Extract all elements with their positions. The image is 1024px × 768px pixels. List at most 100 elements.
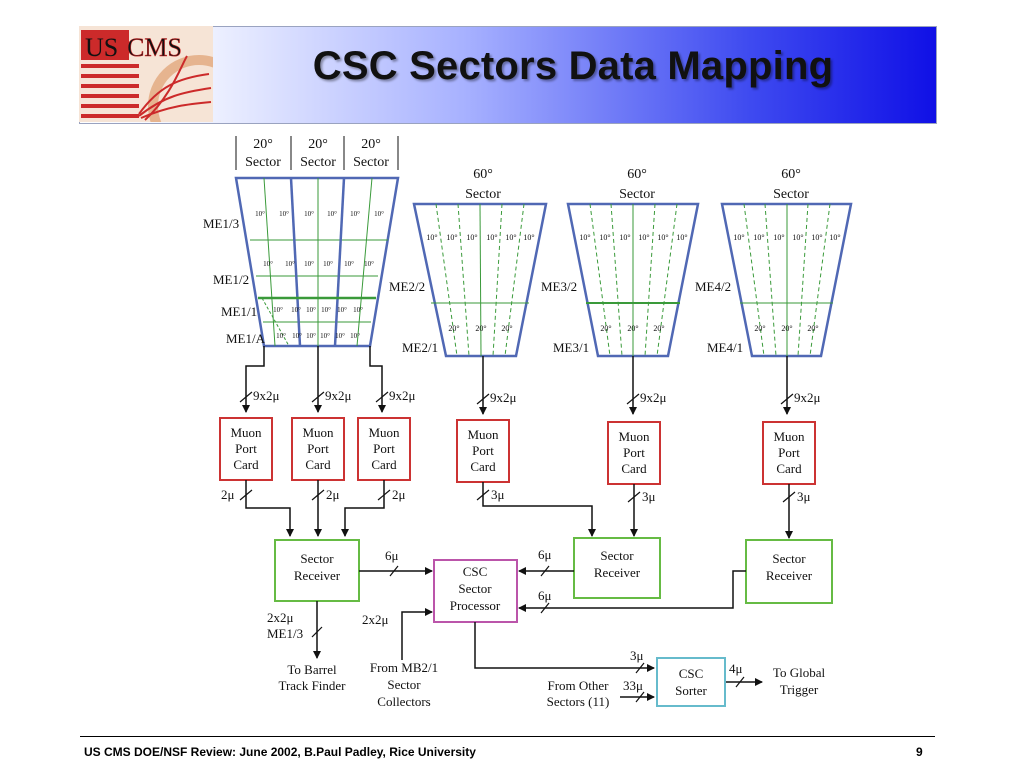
- sector-angle-3: 20°: [361, 137, 381, 152]
- me2-cell: 10°: [505, 233, 516, 242]
- logo-cms-text: CMS: [127, 33, 182, 62]
- link-2x2-label: 2x2μ: [362, 612, 389, 627]
- sector-angle-1: 20°: [253, 137, 273, 152]
- mpc-line: Port: [778, 445, 800, 460]
- sr-line: Sector: [300, 551, 334, 566]
- sector-word-2: Sector: [300, 155, 336, 170]
- me3-cell: 10°: [638, 233, 649, 242]
- sr-line: Receiver: [294, 568, 341, 583]
- me41-label: ME4/1: [707, 340, 743, 355]
- mpc-line: Port: [373, 441, 395, 456]
- global-trigger-caption: To Global: [773, 665, 826, 680]
- me4-cell: 10°: [829, 233, 840, 242]
- global-trigger-caption: Trigger: [780, 682, 819, 697]
- muon-port-card: Muon Port Card: [762, 421, 816, 485]
- me2-cell: 10°: [446, 233, 457, 242]
- link-2-label: 2μ: [221, 487, 235, 502]
- me4-trapezoid: 60° Sector 10° 10° 10° 10° 10° 10° 20° 2…: [695, 167, 853, 358]
- csc-sector-processor: CSC Sector Processor: [433, 559, 518, 623]
- mpc-line: Muon: [230, 425, 262, 440]
- me2-cell: 10°: [486, 233, 497, 242]
- sector-receiver: Sector Receiver: [745, 539, 833, 604]
- muon-port-card: Muon Port Card: [291, 417, 345, 481]
- link-2-label: 2μ: [326, 487, 340, 502]
- mpc-line: Card: [305, 457, 331, 472]
- me4-cell20: 20°: [807, 324, 818, 333]
- me3-trapezoid: 60° Sector 10° 10° 10° 10° 10° 10° 20° 2…: [541, 167, 700, 358]
- sp-link-labels: 6μ 6μ 6μ 2x2μ 2x2μ ME1/3 3μ 33μ 4μ: [267, 547, 743, 693]
- sector-receiver: Sector Receiver: [274, 539, 360, 602]
- sr-line: Sector: [772, 551, 806, 566]
- me3-cell: 10°: [599, 233, 610, 242]
- link-9x2-label: 9x2μ: [640, 390, 667, 405]
- mpc-output-labels: 2μ 2μ 2μ 3μ 3μ 3μ: [221, 487, 811, 504]
- mb21-caption: Sector: [387, 677, 421, 692]
- me13-output-label: ME1/3: [267, 626, 303, 641]
- muon-port-card: Muon Port Card: [456, 419, 510, 483]
- me4-cell: 10°: [811, 233, 822, 242]
- other-sectors-caption: From Other: [547, 678, 609, 693]
- bus-slashes: [239, 489, 796, 503]
- me1a-cell: 10°: [320, 332, 330, 340]
- me4-sector-word: Sector: [773, 187, 809, 202]
- sector-word-1: Sector: [245, 155, 281, 170]
- me1a-cell: 10°: [292, 332, 302, 340]
- barrel-caption: Track Finder: [278, 678, 346, 693]
- link-9x2-label: 9x2μ: [389, 388, 416, 403]
- me1a-label: ME1/A: [226, 331, 266, 346]
- me11-cell: 10°: [353, 306, 363, 314]
- mpc-line: Muon: [368, 425, 400, 440]
- me12-label: ME1/2: [213, 272, 249, 287]
- sector-receiver: Sector Receiver: [573, 537, 661, 599]
- me11-label: ME1/1: [221, 304, 257, 319]
- me11-cell: 10°: [291, 306, 301, 314]
- me2-cell: 10°: [466, 233, 477, 242]
- sorter-line: CSC: [679, 666, 704, 681]
- me3-cell20: 20°: [627, 324, 638, 333]
- link-9x2-label: 9x2μ: [490, 390, 517, 405]
- me13-cell: 10°: [327, 210, 337, 218]
- mpc-line: Card: [470, 459, 496, 474]
- me13-label: ME1/3: [203, 216, 239, 231]
- sr-line: Receiver: [766, 568, 813, 583]
- me1a-cell: 10°: [350, 332, 360, 340]
- mb21-caption: Collectors: [377, 694, 430, 709]
- me3-cell20: 20°: [653, 324, 664, 333]
- mpc-line: Card: [233, 457, 259, 472]
- me2-sector-word: Sector: [465, 187, 501, 202]
- me4-sector-angle: 60°: [781, 167, 801, 182]
- link-9x2-label: 9x2μ: [253, 388, 280, 403]
- me4-cell20: 20°: [754, 324, 765, 333]
- link-3-label: 3μ: [630, 648, 644, 663]
- me2-cell20: 20°: [448, 324, 459, 333]
- me4-cell20: 20°: [781, 324, 792, 333]
- me2-cell: 10°: [426, 233, 437, 242]
- me1a-cell: 10°: [335, 332, 345, 340]
- me21-label: ME2/1: [402, 340, 438, 355]
- me12-cell: 10°: [304, 260, 314, 268]
- me3-cell: 10°: [619, 233, 630, 242]
- link-3-label: 3μ: [491, 487, 505, 502]
- me2-cell: 10°: [523, 233, 534, 242]
- link-2-label: 2μ: [392, 487, 406, 502]
- title-banner: [79, 26, 937, 124]
- me13-cell: 10°: [350, 210, 360, 218]
- me13-cell: 10°: [304, 210, 314, 218]
- me22-label: ME2/2: [389, 279, 425, 294]
- us-cms-logo: US CMS: [79, 26, 213, 122]
- me13-cell: 10°: [374, 210, 384, 218]
- link-3-label: 3μ: [642, 489, 656, 504]
- me4-cell: 10°: [753, 233, 764, 242]
- sector-word-3: Sector: [353, 155, 389, 170]
- muon-port-cards: Muon Port Card Muon Port Card Muon Port …: [219, 417, 816, 485]
- me3-cell: 10°: [657, 233, 668, 242]
- sr-line: Sector: [600, 548, 634, 563]
- me42-label: ME4/2: [695, 279, 731, 294]
- slide-title: CSC Sectors Data Mapping: [312, 44, 834, 88]
- csc-sorter: CSC Sorter: [656, 657, 726, 707]
- me12-cell: 10°: [344, 260, 354, 268]
- me2-trapezoid: 60° Sector 10° 10° 10° 10° 10° 10° 20° 2…: [389, 167, 548, 358]
- muon-port-card: Muon Port Card: [357, 417, 411, 481]
- csp-line: Sector: [458, 581, 492, 596]
